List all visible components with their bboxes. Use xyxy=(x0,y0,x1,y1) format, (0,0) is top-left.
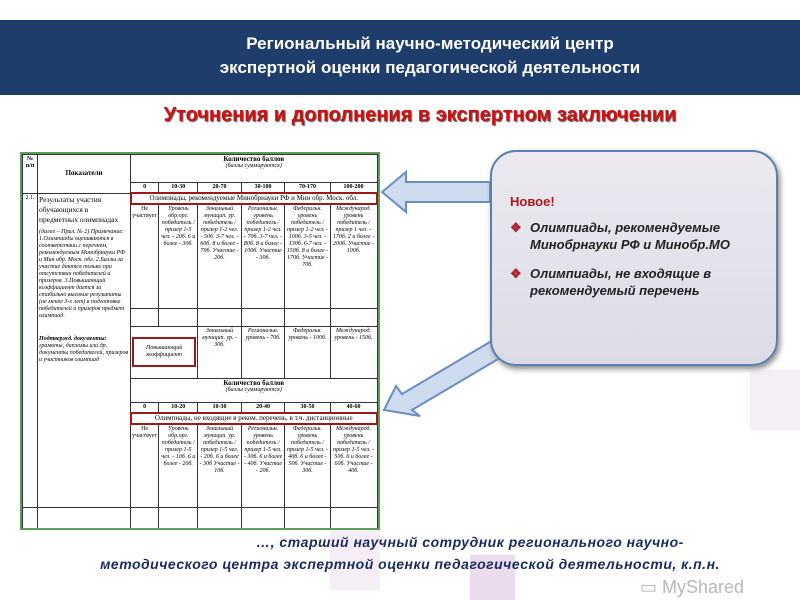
cell: Зональный муницип. ур. - 30б. xyxy=(197,325,242,379)
cell: Не участвует xyxy=(129,423,160,508)
callout-item: ❖Олимпиады, рекомендуемые Минобрнауки РФ… xyxy=(510,220,730,252)
arrow-left-icon xyxy=(380,169,491,215)
cell: Не участвует xyxy=(129,203,160,309)
cell: Международ. уровень победитель / призер … xyxy=(329,203,378,309)
coefficient-label: Повышающий коэффициент xyxy=(132,337,197,367)
cell: Региональн. уровень победитель / призер … xyxy=(240,203,286,309)
document-excerpt: № п/п Показатели Количество баллов(баллы… xyxy=(20,152,380,530)
score: 30-100 xyxy=(240,182,286,194)
diamond-bullet-icon: ❖ xyxy=(510,266,522,281)
footer-line-1: …, старший научный сотрудник регионально… xyxy=(256,534,684,550)
callout-title: Новое! xyxy=(510,194,555,209)
cell: Уровень обр.орг. победитель / призер 1-5… xyxy=(158,203,199,309)
score: 100-200 xyxy=(329,182,378,194)
score: 0 xyxy=(129,182,160,194)
cell: Федеральн. уровень - 100б. xyxy=(284,325,331,379)
slide-header: Региональный научно-методический центр э… xyxy=(0,20,800,95)
background-tile xyxy=(330,530,380,590)
score: 70-170 xyxy=(284,182,331,194)
score: 40-60 xyxy=(329,401,378,413)
score: 0 xyxy=(129,401,160,413)
t1-header: Количество баллов(баллы суммируются) xyxy=(130,154,378,183)
score: 20-70 xyxy=(197,182,242,194)
score: 10-20 xyxy=(158,401,199,413)
cell: Зональный муницип. ур. победитель / приз… xyxy=(197,203,242,309)
slide-subtitle: Уточнения и дополнения в экспертном закл… xyxy=(163,104,677,126)
header-line-2: экспертной оценки педагогической деятель… xyxy=(219,58,641,77)
highlight-other-olympiads: Олимпиады, не входящие в реком. перечень… xyxy=(129,411,378,425)
author-footer: …, старший научный сотрудник регионально… xyxy=(40,531,780,575)
cell: Международ. уровень победитель / призер … xyxy=(329,423,378,508)
score-table: № п/п Показатели Количество баллов(баллы… xyxy=(22,154,378,528)
cell: Региональн. уровень победитель / призер … xyxy=(240,423,286,508)
header-line-1: Региональный научно-методический центр xyxy=(246,34,614,53)
cell: Зональный муницип. ур. победитель / приз… xyxy=(197,423,242,508)
background-tile xyxy=(750,370,800,430)
t2-header: Количество баллов(баллы суммируются) xyxy=(130,377,378,403)
score: 30-50 xyxy=(284,401,331,413)
row-number: 2.1. xyxy=(22,192,38,508)
col-no-header: № п/п xyxy=(22,154,38,194)
cell: Региональн. уровень - 70б. xyxy=(240,325,286,379)
score: 20-40 xyxy=(240,401,286,413)
diamond-bullet-icon: ❖ xyxy=(510,220,522,235)
background-tile xyxy=(470,555,515,600)
score: 10-30 xyxy=(158,182,199,194)
cell: Уровень обр.орг. победитель / призер 1-5… xyxy=(158,423,199,508)
cell: Федеральн. уровень победитель / призер 1… xyxy=(284,423,331,508)
highlight-recommended-olympiads: Олимпиады, рекомендуемые Минобрнауки РФ … xyxy=(129,192,378,205)
cell: Международ. уровень - 150б. xyxy=(329,325,378,379)
cell: Федеральн. уровень победитель / призер 1… xyxy=(284,203,331,309)
callout-item: ❖Олимпиады, не входящие в рекомендуемый … xyxy=(510,266,712,298)
footer-line-2: методического центра экспертной оценки п… xyxy=(100,556,720,572)
score: 10-30 xyxy=(197,401,242,413)
col-indicator-header: Показатели xyxy=(37,154,131,194)
indicator-cell: Результаты участия обучающихся в предмет… xyxy=(37,192,131,508)
watermark: ▭ MyShared xyxy=(640,577,745,597)
callout-new: Новое! ❖Олимпиады, рекомендуемые Минобрн… xyxy=(490,150,778,366)
